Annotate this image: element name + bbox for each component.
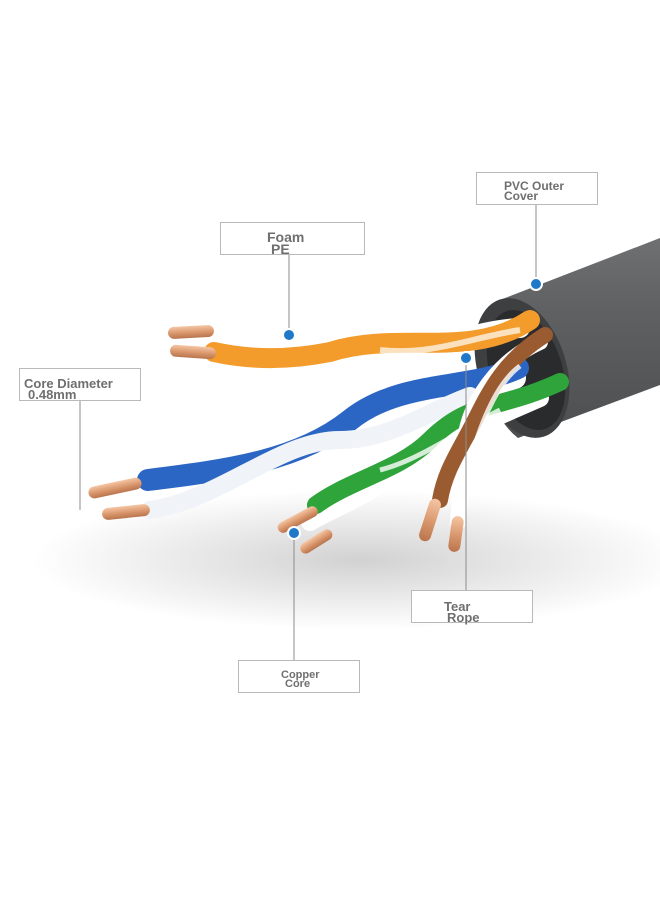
label-line: Foam: [267, 229, 305, 245]
marker-copper: [287, 526, 301, 540]
label-tear-rope: Tear Rope: [411, 590, 533, 626]
label-line: Core Diameter: [24, 376, 113, 391]
label-copper-core: Copper Core: [238, 660, 360, 693]
label-line: Core: [285, 678, 311, 691]
marker-tear: [459, 351, 473, 365]
label-line: 0.48mm: [28, 387, 77, 403]
label-foam-pe: Foam PE: [220, 222, 365, 257]
label-line: Cover: [504, 189, 539, 204]
label-core-diameter: Core Diameter 0.48mm: [19, 368, 141, 401]
leader-lines: [79, 205, 537, 660]
label-line: Copper: [281, 669, 320, 681]
label-line: PE: [271, 240, 290, 257]
marker-pvc: [529, 277, 543, 291]
label-line: Rope: [447, 610, 480, 626]
label-line: PVC Outer: [504, 179, 565, 193]
label-pvc-outer-cover: PVC Outer Cover: [476, 172, 598, 205]
callout-markers: [282, 277, 543, 540]
orange-pair: [168, 310, 540, 372]
label-line: Tear: [444, 599, 471, 614]
marker-foam: [282, 328, 296, 342]
brown-pair: [419, 327, 553, 552]
green-pair: [277, 373, 569, 554]
